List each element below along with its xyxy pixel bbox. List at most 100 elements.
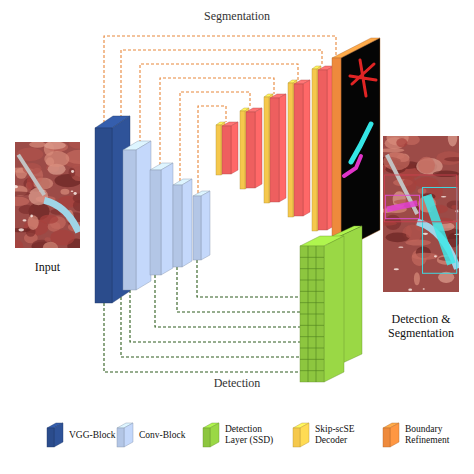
path-label: Detection — [214, 376, 261, 391]
legend-swatch-block — [293, 423, 309, 447]
legend-entry: Conv-Block — [114, 421, 199, 449]
image-caption: Input — [35, 260, 60, 274]
legend-swatch — [380, 421, 402, 449]
legend-swatch — [200, 421, 222, 449]
specular-highlight — [23, 219, 27, 221]
conv-block — [123, 141, 151, 290]
segmentation-mask — [344, 60, 376, 176]
specular-highlight — [394, 268, 399, 270]
tissue-blob — [40, 215, 58, 224]
legend-entry: Skip-scSE Decoder — [290, 421, 363, 449]
scse-decoder-block-front — [264, 97, 269, 203]
scse-decoder-block-front — [216, 125, 221, 175]
tissue-blob — [15, 240, 23, 248]
legend-swatch-block-side — [390, 423, 399, 447]
decoder-block-side — [231, 122, 238, 174]
grid-line — [300, 280, 324, 281]
tissue-blob — [444, 157, 459, 161]
specular-highlight — [74, 192, 77, 195]
skip-connection — [180, 92, 250, 181]
boundary-refinement-block-front — [332, 58, 341, 250]
tissue-blob — [383, 148, 404, 152]
conv-block-front — [123, 150, 136, 290]
decoder-block — [318, 66, 334, 230]
grid-line — [300, 302, 324, 303]
vgg-block-front — [95, 128, 112, 303]
surgical-instrument — [387, 155, 417, 214]
image-caption: Detection & Segmentation — [388, 312, 454, 341]
specular-highlight — [71, 191, 74, 192]
legend-swatch-block-side — [54, 423, 63, 447]
conv-block-side — [201, 191, 210, 260]
conv-block-front — [193, 196, 201, 260]
legend-swatch — [44, 421, 66, 449]
detection-layer — [300, 226, 362, 382]
output-image: Detection & Segmentation — [383, 136, 459, 292]
boundary-refinement-block — [332, 38, 380, 250]
legend-swatch-block-front — [47, 428, 54, 447]
grid-line — [300, 257, 324, 258]
conv-block-side — [136, 141, 151, 290]
specular-highlight — [441, 196, 446, 198]
decoder-block-side — [255, 108, 262, 188]
mask-region — [344, 156, 361, 176]
legend-entry: Detection Layer (SSD) — [200, 421, 277, 449]
legend-swatch-block — [203, 423, 219, 447]
tissue-blob — [415, 177, 439, 188]
tissue-blob — [69, 142, 80, 149]
grid-line — [300, 336, 324, 337]
specular-highlight — [30, 215, 33, 218]
legend-swatch-block-side — [210, 423, 219, 447]
boundary-refinement-block-side — [341, 38, 380, 250]
legend-swatch-block — [117, 423, 133, 447]
conv-block — [173, 179, 192, 267]
scse-decoder-block-front — [312, 69, 317, 231]
grid-line — [300, 314, 324, 315]
decoder-block-front — [294, 84, 303, 216]
legend-entry: Boundary Refinement — [380, 421, 459, 449]
mask-overlay — [387, 203, 417, 209]
tissue-blob — [69, 168, 76, 177]
conv-block — [193, 191, 210, 260]
network — [95, 36, 380, 382]
tissue-blob — [15, 197, 29, 206]
legend-swatch — [114, 421, 136, 449]
detection-box — [385, 195, 419, 218]
grid-line — [300, 370, 324, 371]
detection-box — [423, 187, 457, 273]
grid-line — [300, 359, 324, 360]
detection-connection — [177, 267, 300, 312]
conv-block-side — [182, 179, 192, 267]
legend-swatch-block-front — [383, 428, 390, 447]
specular-highlight — [15, 185, 18, 188]
tissue-blob — [45, 237, 51, 242]
scse-decoder-block-front — [240, 111, 245, 189]
legend-swatch-block-side — [300, 423, 309, 447]
specular-highlight — [423, 288, 425, 290]
legend-swatch-block-front — [117, 428, 124, 447]
legend-swatch-block-front — [203, 428, 210, 447]
decoder-block-front — [318, 70, 327, 230]
specular-highlight — [423, 233, 428, 235]
grid-line — [300, 291, 324, 292]
tissue-blob — [406, 226, 412, 238]
path-label: Segmentation — [204, 9, 270, 24]
legend-text: Detection Layer (SSD) — [225, 424, 277, 446]
legend-text: Boundary Refinement — [405, 424, 459, 446]
legend-text: Conv-Block — [139, 430, 199, 441]
conv-block — [150, 163, 173, 275]
mask-overlay — [427, 195, 451, 264]
decoder-block-front — [270, 98, 279, 202]
specular-highlight — [434, 255, 437, 257]
legend-swatch-block-front — [293, 428, 300, 447]
surgical-tube — [44, 200, 78, 232]
decoder-block — [270, 94, 286, 202]
tissue-blob — [44, 151, 69, 167]
specular-highlight — [408, 288, 412, 290]
tissue-blob — [414, 272, 420, 285]
detection-connection — [104, 303, 300, 372]
specular-highlight — [18, 228, 24, 231]
ssd-grid — [300, 246, 324, 382]
tissue-blob — [73, 200, 80, 211]
tissue-blob — [15, 228, 31, 232]
